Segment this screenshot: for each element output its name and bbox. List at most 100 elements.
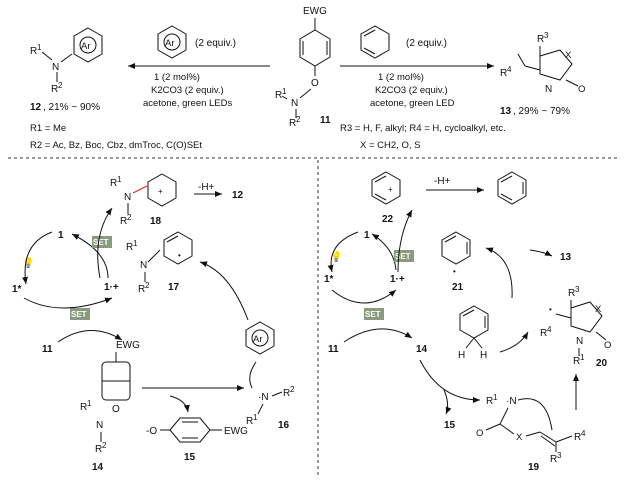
right-set-arc bbox=[331, 289, 397, 304]
svg-text:N: N bbox=[291, 98, 298, 109]
left-deprotonation: -H+ bbox=[198, 182, 215, 193]
svg-text:2: 2 bbox=[145, 281, 150, 290]
left-cat-excited: 1* bbox=[12, 284, 22, 295]
left-ewg: EWG bbox=[116, 340, 140, 351]
svg-text:X: X bbox=[595, 304, 602, 315]
arene-reagent: Ar bbox=[157, 25, 187, 59]
svg-text:1: 1 bbox=[133, 239, 138, 248]
product-13-id: 13 bbox=[500, 106, 512, 117]
int18-id: 18 bbox=[150, 216, 162, 227]
right-set-top-label: SET bbox=[395, 252, 411, 261]
left-substrate-11: 11 bbox=[42, 344, 53, 355]
int21-id: 21 bbox=[452, 282, 464, 293]
left-phenoxide-arrow bbox=[169, 395, 190, 413]
left-set-bottom-box bbox=[70, 308, 90, 320]
right-excitation-arrow bbox=[327, 231, 359, 273]
phenoxide-label: -O bbox=[146, 426, 157, 437]
product-12-id: 12 bbox=[30, 102, 42, 113]
right-product-arrow bbox=[529, 249, 553, 257]
right-radical-cyclization-curve bbox=[517, 398, 553, 431]
r3-r4-definitions: R3 = H, F, alkyl; R4 = H, cycloalkyl, et… bbox=[340, 123, 506, 134]
svg-text:•: • bbox=[178, 251, 181, 260]
svg-text:1: 1 bbox=[117, 175, 122, 184]
right-phenoxide-arrow bbox=[443, 389, 452, 415]
svg-text:R: R bbox=[80, 402, 87, 413]
left-radical-addition-arrow bbox=[199, 261, 249, 321]
left-catalyst: 1 (2 mol%) bbox=[154, 72, 200, 83]
svg-text:R: R bbox=[126, 242, 133, 253]
svg-text:R: R bbox=[550, 454, 557, 465]
svg-text:3: 3 bbox=[575, 285, 580, 294]
left-arene-label: Ar bbox=[253, 334, 263, 345]
left-return-arrow bbox=[71, 233, 109, 279]
svg-text:O: O bbox=[112, 404, 120, 415]
right-substrate-arrow bbox=[343, 328, 413, 343]
ewg-label: EWG bbox=[303, 6, 327, 17]
svg-text:R: R bbox=[486, 396, 493, 407]
left-solvent-light: acetone, green LEDs bbox=[143, 98, 233, 109]
intermediate-21: • 21 bbox=[441, 231, 471, 293]
svg-text:R: R bbox=[574, 432, 581, 443]
right-return-arrow bbox=[371, 233, 397, 271]
svg-text:N: N bbox=[124, 192, 131, 203]
right-set-bottom-label: SET bbox=[365, 310, 381, 319]
left-cat: 1 bbox=[58, 230, 64, 241]
svg-text:1: 1 bbox=[493, 393, 498, 402]
right-mechanism: 1 1* 1·+ 💡 SET SET 11 14 + 22 -H+ bbox=[324, 171, 611, 473]
right-base: K2CO3 (2 equiv.) bbox=[375, 85, 448, 96]
svg-text:R: R bbox=[95, 444, 102, 455]
int15-id: 15 bbox=[184, 452, 196, 463]
svg-text:1: 1 bbox=[282, 87, 287, 96]
svg-text:N: N bbox=[52, 62, 59, 73]
svg-text:·N: ·N bbox=[506, 396, 517, 407]
left-set-bottom-label: SET bbox=[71, 310, 87, 319]
right-cat-radical-cation: 1·+ bbox=[390, 274, 405, 285]
svg-text:3: 3 bbox=[557, 451, 562, 460]
svg-text:Ar: Ar bbox=[81, 41, 91, 52]
svg-text:4: 4 bbox=[547, 325, 552, 334]
right-product-13: 13 bbox=[560, 252, 572, 263]
right-int14: 14 bbox=[416, 344, 428, 355]
svg-text:R: R bbox=[138, 284, 145, 295]
svg-text:R: R bbox=[500, 68, 507, 79]
product-13-yield: , 29% ~ 79% bbox=[513, 106, 570, 117]
svg-text:R: R bbox=[289, 118, 296, 129]
svg-text:R: R bbox=[540, 328, 547, 339]
right-cat-excited: 1* bbox=[324, 274, 334, 285]
left-cat-radical-cation: 1·+ bbox=[104, 282, 119, 293]
int16-id: 16 bbox=[278, 420, 290, 431]
right-deprotonation: -H+ bbox=[434, 176, 451, 187]
left-set-arc bbox=[23, 297, 113, 309]
diene-h-donor: H H bbox=[458, 305, 489, 361]
diene-reagent bbox=[360, 25, 390, 59]
svg-text:3: 3 bbox=[544, 31, 549, 40]
svg-text:•: • bbox=[453, 267, 456, 276]
intermediate-22: + 22 bbox=[371, 171, 401, 225]
svg-text:R: R bbox=[51, 84, 58, 95]
reactant-id: 11 bbox=[320, 115, 331, 126]
right-h-transfer-arrow bbox=[499, 331, 529, 353]
left-product-12: 12 bbox=[232, 190, 244, 201]
svg-text:2: 2 bbox=[290, 385, 295, 394]
right-solvent-light: acetone, green LED bbox=[370, 98, 455, 109]
svg-text:+: + bbox=[388, 185, 393, 194]
svg-text:1: 1 bbox=[580, 353, 585, 362]
svg-text:1: 1 bbox=[87, 399, 92, 408]
svg-text:R: R bbox=[30, 46, 37, 57]
svg-text:2: 2 bbox=[296, 115, 301, 124]
right-fragmentation-arrow bbox=[419, 359, 481, 403]
int19-id: 19 bbox=[528, 462, 540, 473]
int20-id: 20 bbox=[596, 358, 608, 369]
svg-text:+: + bbox=[158, 187, 163, 196]
svg-text:R: R bbox=[110, 178, 117, 189]
